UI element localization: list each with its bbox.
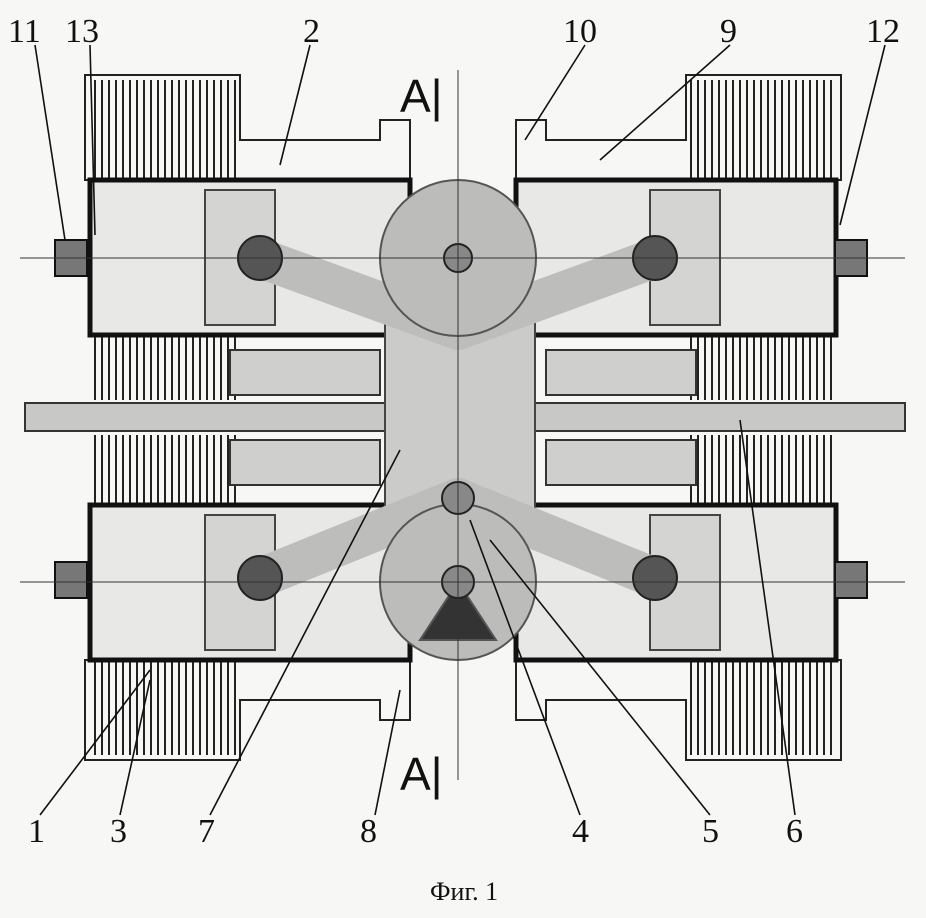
label-9: 9 xyxy=(720,13,737,50)
figure-caption: Фиг. 1 xyxy=(430,877,498,906)
label-12: 12 xyxy=(866,13,900,50)
label-3: 3 xyxy=(110,813,127,850)
label-7: 7 xyxy=(198,813,215,850)
label-2: 2 xyxy=(303,13,320,50)
section-mark-bottom: A| xyxy=(400,748,443,800)
label-1: 1 xyxy=(28,813,45,850)
label-13: 13 xyxy=(65,13,99,50)
label-5: 5 xyxy=(702,813,719,850)
label-11: 11 xyxy=(8,13,41,50)
label-8: 8 xyxy=(360,813,377,850)
label-4: 4 xyxy=(572,813,589,850)
label-10: 10 xyxy=(563,13,597,50)
section-mark-top: A| xyxy=(400,70,443,122)
label-6: 6 xyxy=(786,813,803,850)
